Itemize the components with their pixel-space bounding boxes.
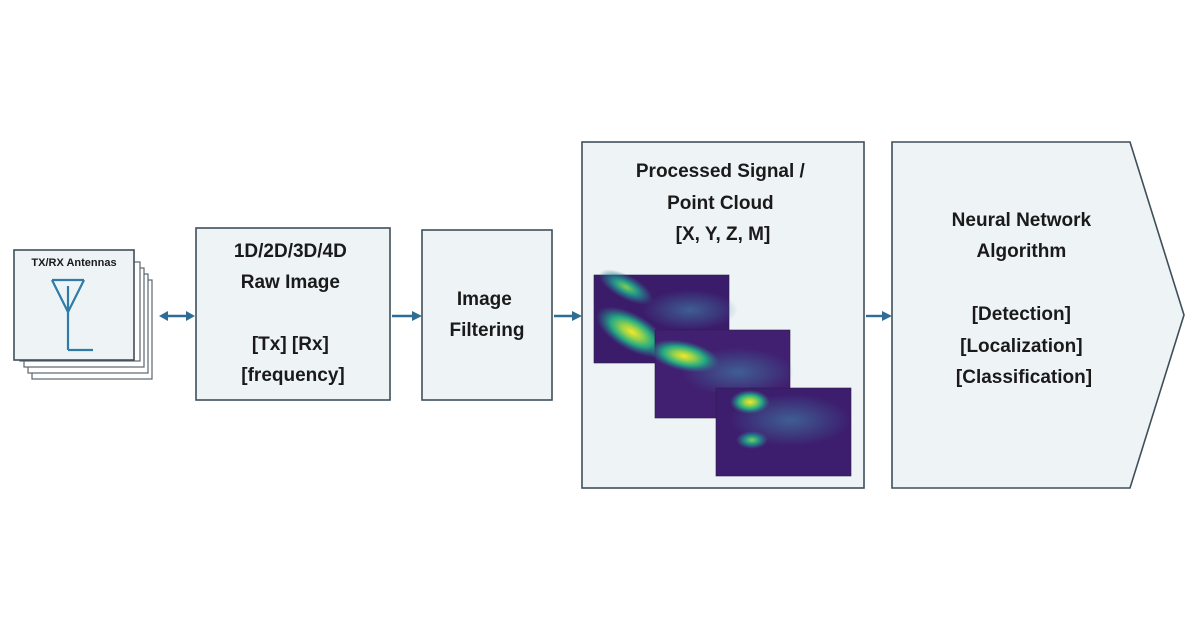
arrow-filtering-processed (554, 311, 582, 321)
raw-image-box: 1D/2D/3D/4D Raw Image [Tx] [Rx] [frequen… (195, 227, 391, 401)
antenna-stack: TX/RX Antennas (13, 249, 153, 380)
arrow-raw-filtering (392, 311, 422, 321)
image-filtering-label: Image Filtering (450, 289, 525, 341)
arrow-antenna-raw (159, 311, 195, 321)
image-filtering-box: Image Filtering (421, 229, 553, 401)
antenna-card (13, 249, 135, 361)
antenna-label: TX/RX Antennas (31, 257, 116, 269)
antenna-icon (51, 278, 93, 352)
raw-image-label: 1D/2D/3D/4D Raw Image [Tx] [Rx] [frequen… (234, 241, 352, 386)
neural-network-box: Neural Network Algorithm [Detection] [Lo… (891, 141, 1185, 489)
processed-signal-label: Processed Signal / Point Cloud [X, Y, Z,… (636, 161, 810, 245)
processed-signal-box: Processed Signal / Point Cloud [X, Y, Z,… (581, 141, 865, 489)
neural-network-label: Neural Network Algorithm [Detection] [Lo… (952, 210, 1097, 388)
heatmap-layer-3 (715, 387, 852, 477)
arrow-processed-neural (866, 311, 892, 321)
